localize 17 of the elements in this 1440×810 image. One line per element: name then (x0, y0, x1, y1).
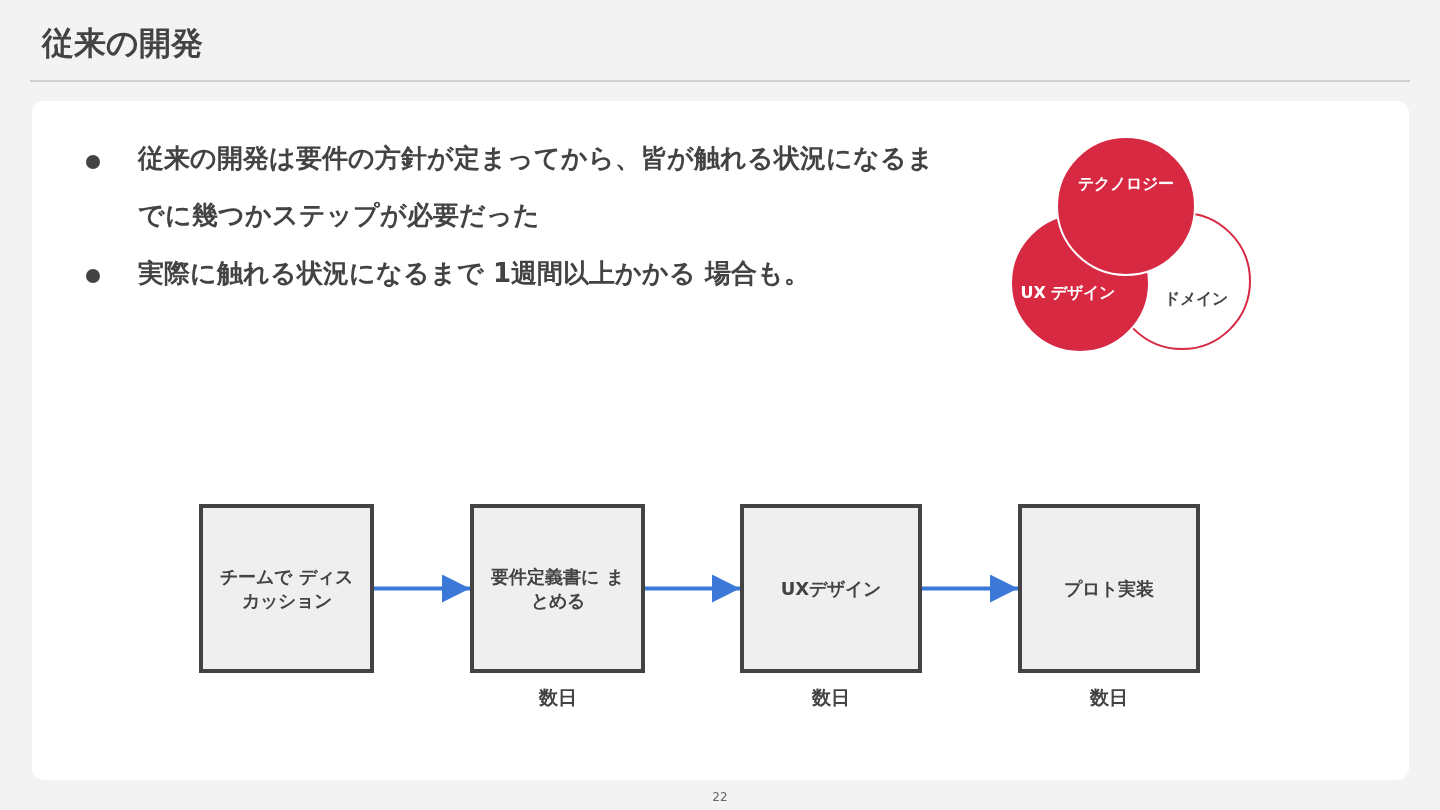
page-number: 22 (711, 790, 729, 804)
process-box: 要件定義書に まとめる (470, 504, 645, 673)
duration-label: 数日 (537, 685, 578, 710)
circle-label: テクノロジー (1077, 173, 1175, 195)
bullet-text: 実際に触れる状況になるまで 1週間以上かかる 場合も。 (138, 257, 812, 290)
bullet-text: 従来の開発は要件の方針が定まってから、皆が触れる状況になるまでに幾つかステップが必要だった (138, 142, 935, 232)
circle-label: ドメイン (1163, 288, 1229, 310)
process-box: UXデザイン (740, 504, 922, 673)
slide-title: 従来の開発 (42, 23, 203, 64)
arrow (374, 574, 470, 603)
circle-label: UX デザイン (1019, 282, 1117, 304)
arrow (922, 574, 1018, 603)
arrow (645, 574, 740, 603)
duration-label: 数日 (1089, 685, 1129, 710)
duration-label: 数日 (811, 685, 851, 710)
process-box: プロト実装 (1018, 504, 1200, 673)
process-box: チームで ディスカッション (199, 504, 374, 673)
